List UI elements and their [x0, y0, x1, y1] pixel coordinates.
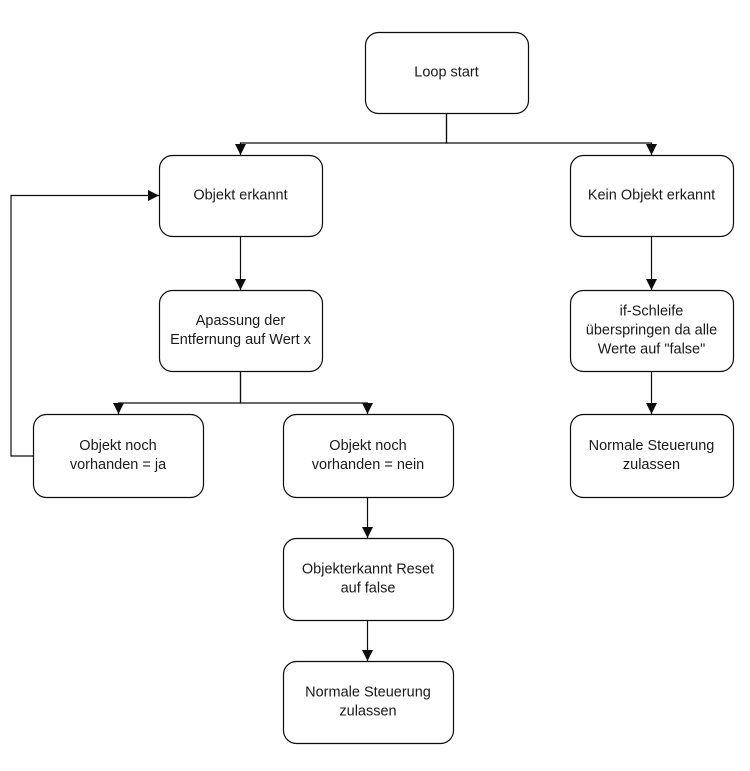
- edge-apassung-to-vorhanden-ja: [113, 371, 242, 414]
- edge-if-schleife-to-normale-steuerung-right-arrowhead-icon: [646, 403, 657, 414]
- node-box-objekterkannt-reset-auf-false[interactable]: [282, 537, 455, 622]
- edge-objekt-erkannt-to-apassung-arrowhead-icon: [235, 279, 246, 290]
- node-label-apassung-entfernung-line-1: Apassung der: [196, 313, 286, 329]
- edge-apassung-to-vorhanden-nein-arrowhead-icon: [362, 403, 373, 414]
- node-loop-start[interactable]: Loop start: [364, 31, 530, 115]
- node-normale-steuerung-zulassen-right[interactable]: Normale Steuerung zulassen: [569, 413, 735, 499]
- node-box-normale-steuerung-zulassen-right[interactable]: [569, 413, 735, 499]
- node-label-if-schleife-ueberspringen-line-3: Werte auf "false": [598, 341, 706, 357]
- edge-loop-start-to-objekt-erkannt-line: [239, 113, 448, 155]
- node-label-objekterkannt-reset-auf-false-line-2: auf false: [341, 580, 396, 596]
- edge-loop-start-to-objekt-erkannt: [235, 113, 448, 155]
- node-box-objekt-noch-vorhanden-ja[interactable]: [32, 413, 205, 499]
- edge-vorhanden-ja-feedback-to-objekt-erkannt-line: [10, 194, 159, 457]
- edge-vorhanden-ja-feedback-to-objekt-erkannt: [10, 190, 159, 457]
- edge-kein-objekt-to-if-schleife-arrowhead-icon: [646, 279, 657, 290]
- node-label-objekt-noch-vorhanden-ja-line-1: Objekt noch: [79, 438, 156, 454]
- node-label-normale-steuerung-zulassen-center-line-1: Normale Steuerung: [305, 684, 431, 700]
- edge-apassung-to-vorhanden-ja-arrowhead-icon: [113, 403, 124, 414]
- node-label-kein-objekt-erkannt-line-1: Kein Objekt erkannt: [588, 187, 715, 203]
- node-label-objekterkannt-reset-auf-false-line-1: Objekterkannt Reset: [302, 561, 434, 577]
- node-objekterkannt-reset-auf-false[interactable]: Objekterkannt Reset auf false: [282, 537, 455, 622]
- node-label-objekt-noch-vorhanden-nein-line-2: vorhanden = nein: [312, 457, 424, 473]
- edge-vorhanden-ja-feedback-to-objekt-erkannt-arrowhead-icon: [148, 190, 159, 201]
- edge-objekt-erkannt-to-apassung: [235, 236, 246, 290]
- edge-loop-start-to-kein-objekt-erkannt-line: [445, 113, 653, 155]
- node-label-normale-steuerung-zulassen-center-line-2: zulassen: [339, 703, 396, 719]
- edges-layer: [10, 113, 657, 661]
- node-box-loop-start[interactable]: [364, 31, 530, 115]
- edge-loop-start-to-objekt-erkannt-arrowhead-icon: [235, 144, 246, 155]
- node-label-apassung-entfernung-line-2: Entfernung auf Wert x: [170, 332, 312, 348]
- node-box-normale-steuerung-zulassen-center[interactable]: [282, 660, 455, 745]
- node-box-objekt-noch-vorhanden-nein[interactable]: [282, 413, 455, 499]
- edge-vorhanden-nein-to-objekterkannt-reset-arrowhead-icon: [362, 527, 373, 538]
- node-label-objekt-erkannt-line-1: Objekt erkannt: [193, 187, 287, 203]
- edge-apassung-to-vorhanden-nein: [239, 371, 373, 414]
- node-objekt-noch-vorhanden-nein[interactable]: Objekt noch vorhanden = nein: [282, 413, 455, 499]
- node-objekt-erkannt[interactable]: Objekt erkannt: [158, 154, 324, 238]
- node-kein-objekt-erkannt[interactable]: Kein Objekt erkannt: [569, 154, 735, 238]
- edge-kein-objekt-to-if-schleife: [646, 236, 657, 290]
- node-normale-steuerung-zulassen-center[interactable]: Normale Steuerung zulassen: [282, 660, 455, 745]
- node-label-objekt-noch-vorhanden-ja-line-2: vorhanden = ja: [70, 457, 167, 473]
- edge-loop-start-to-kein-objekt-erkannt-arrowhead-icon: [646, 144, 657, 155]
- node-label-loop-start-line-1: Loop start: [414, 64, 479, 80]
- edge-objekterkannt-reset-to-normale-steuerung-center: [362, 620, 373, 661]
- edge-vorhanden-nein-to-objekterkannt-reset: [362, 497, 373, 538]
- node-box-objekt-erkannt[interactable]: [158, 154, 324, 238]
- edge-objekterkannt-reset-to-normale-steuerung-center-arrowhead-icon: [362, 650, 373, 661]
- node-label-normale-steuerung-zulassen-right-line-1: Normale Steuerung: [589, 438, 715, 454]
- edge-apassung-to-vorhanden-ja-line: [117, 371, 242, 414]
- node-box-if-schleife-ueberspringen[interactable]: [569, 289, 735, 373]
- edge-loop-start-to-kein-objekt-erkannt: [445, 113, 657, 155]
- edge-if-schleife-to-normale-steuerung-right: [646, 371, 657, 414]
- node-box-kein-objekt-erkannt[interactable]: [569, 154, 735, 238]
- node-label-objekt-noch-vorhanden-nein-line-1: Objekt noch: [329, 438, 406, 454]
- node-label-if-schleife-ueberspringen-line-1: if-Schleife: [620, 303, 684, 319]
- edge-apassung-to-vorhanden-nein-line: [239, 371, 369, 414]
- node-box-apassung-entfernung[interactable]: [158, 289, 324, 373]
- node-label-normale-steuerung-zulassen-right-line-2: zulassen: [623, 457, 680, 473]
- node-objekt-noch-vorhanden-ja[interactable]: Objekt noch vorhanden = ja: [32, 413, 205, 499]
- node-label-if-schleife-ueberspringen-line-2: überspringen da alle: [586, 322, 717, 338]
